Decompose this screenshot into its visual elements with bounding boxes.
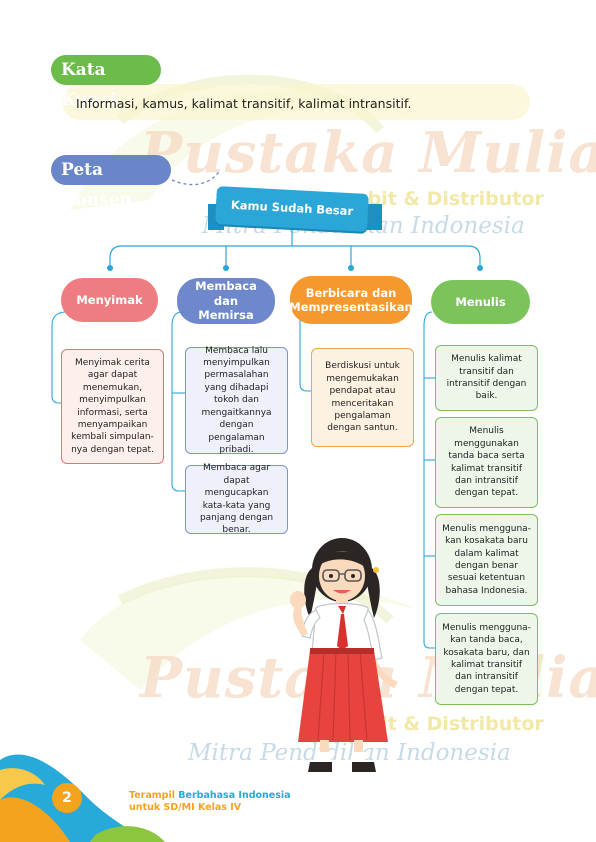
category-membaca-memirsa: Membaca dan Memirsa: [177, 278, 275, 324]
footer-title-part1: Terampil: [129, 790, 179, 801]
footer-book-title: Terampil Berbahasa Indonesia untuk SD/MI…: [129, 790, 291, 814]
category-label: Menulis: [455, 294, 506, 309]
menulis-item-4: Menulis mengguna-kan tanda baca, kosakat…: [435, 613, 538, 705]
keyword-band: [62, 84, 530, 120]
category-menulis: Menulis: [431, 280, 530, 324]
membaca-item-2: Membaca agar dapat mengucapkan kata-kata…: [185, 463, 288, 535]
page-number: 2: [52, 783, 82, 813]
watermark-line2-2: Mitra Pendidikan Indonesia: [188, 740, 511, 766]
menulis-item-3: Menulis mengguna-kan kosakata baru dalam…: [435, 514, 538, 606]
student-girl-illustration: [290, 538, 398, 772]
category-label: Membaca dan Memirsa: [195, 279, 257, 323]
menulis-item-2: Menulis menggunakan tanda baca serta kal…: [435, 417, 538, 508]
kata-kunci-heading: Kata Kunci: [51, 55, 161, 110]
heading-dotted-arrow: [171, 169, 221, 186]
watermark-brand: Pustaka Mulia: [140, 120, 596, 186]
menyimak-item-1: Menyimak cerita agar dapat menemukan, me…: [61, 349, 164, 464]
category-berbicara: Berbicara dan Mempresentasikan: [289, 276, 413, 324]
berbicara-item-1: Berdiskusi untuk mengemukakan pendapat a…: [311, 348, 414, 447]
kata-kunci-text: Informasi, kamus, kalimat transitif, kal…: [76, 96, 412, 111]
ribbon-tail-right: [366, 204, 382, 230]
category-menyimak: Menyimak: [61, 278, 158, 322]
concept-root: Kamu Sudah Besar: [215, 186, 369, 232]
menulis-item-1: Menulis kalimat transitif dan intransiti…: [435, 345, 538, 411]
footer-subtitle: untuk SD/MI Kelas IV: [129, 801, 242, 813]
membaca-item-1: Membaca lalu menyimpulkan permasalahan y…: [185, 346, 288, 455]
category-label: Berbicara dan Mempresentasikan: [289, 285, 413, 314]
peta-konsep-heading: Peta Konsep: [51, 155, 171, 210]
footer-title-part2: Berbahasa Indonesia: [178, 790, 291, 801]
category-label: Menyimak: [76, 292, 143, 307]
